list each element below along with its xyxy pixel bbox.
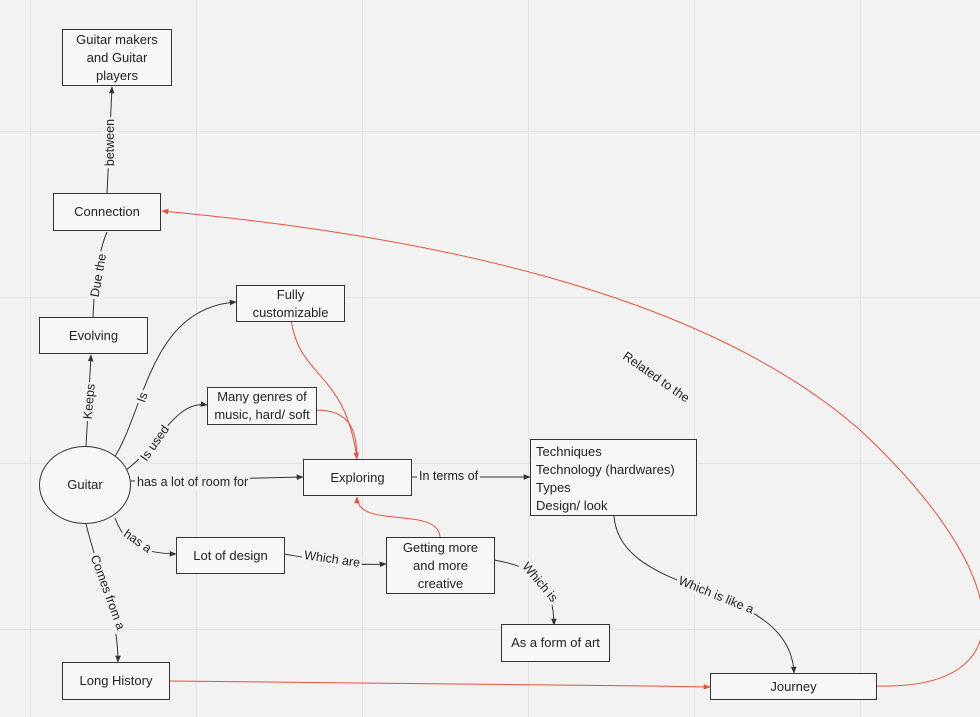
node-journey[interactable]: Journey: [710, 673, 877, 700]
node-lot-of-design[interactable]: Lot of design: [176, 537, 285, 574]
node-long-history[interactable]: Long History: [62, 662, 170, 700]
node-techniques-list[interactable]: Techniques Technology (hardwares) Types …: [530, 439, 697, 516]
node-getting-more-creative[interactable]: Getting more and more creative: [386, 537, 495, 594]
node-exploring[interactable]: Exploring: [303, 459, 412, 496]
node-fully-customizable[interactable]: Fully customizable: [236, 285, 345, 322]
list-item: Techniques: [536, 444, 602, 459]
list-item: Design/ look: [536, 498, 608, 513]
edge-customizable-exploring: [290, 319, 359, 460]
node-guitar-makers[interactable]: Guitar makers and Guitar players: [62, 29, 172, 86]
node-connection[interactable]: Connection: [53, 193, 161, 231]
edge-guitar-customizable: [113, 299, 237, 459]
node-guitar[interactable]: Guitar: [39, 446, 131, 524]
node-evolving[interactable]: Evolving: [39, 317, 148, 354]
node-many-genres[interactable]: Many genres of music, hard/ soft: [207, 387, 317, 425]
list-item: Technology (hardwares): [536, 462, 675, 477]
label-in-terms-of: In terms of: [417, 469, 481, 484]
list-item: Types: [536, 480, 571, 495]
edge-history-journey: [168, 680, 711, 690]
edge-creative-exploring: [354, 496, 441, 539]
label-room-for: has a lot of room for: [135, 475, 251, 490]
edge-journey-connection: [161, 208, 980, 687]
node-form-of-art[interactable]: As a form of art: [501, 624, 610, 662]
edge-genres-exploring: [315, 409, 358, 460]
label-between: between: [103, 116, 119, 169]
